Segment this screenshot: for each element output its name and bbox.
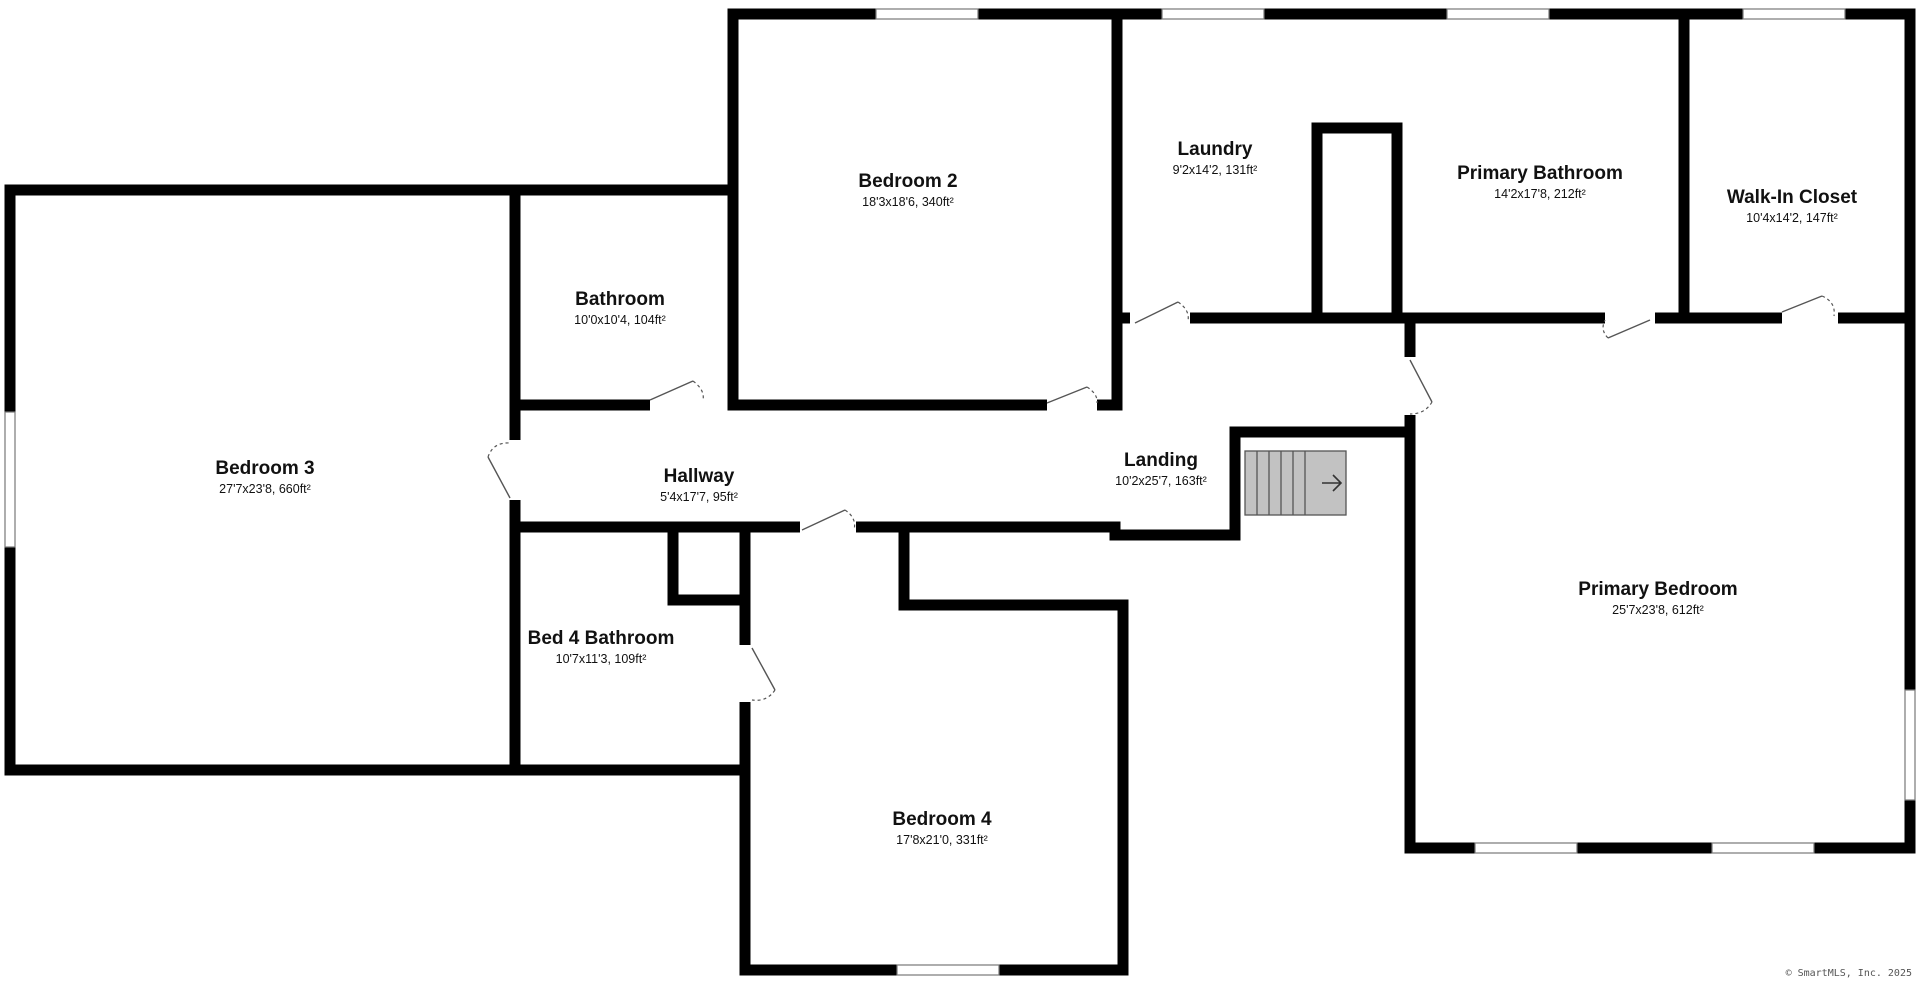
laundry-bath-divider [1111,8,1136,324]
room-dims-bed4-bathroom: 10'7x11'3, 109ft² [556,652,647,666]
room-dims-walkin-closet: 10'4x14'2, 147ft² [1746,211,1838,225]
room-dims-bedroom4: 17'8x21'0, 331ft² [896,833,988,847]
room-name-walkin-closet: Walk-In Closet [1727,187,1858,208]
window-primary-bedroom-south-2 [1711,842,1815,854]
laundry-bottom-wall [1184,122,1403,324]
window-primary-bedroom-south-1 [1474,842,1578,854]
window-primary-bathroom [1446,8,1550,20]
room-dims-bathroom: 10'0x10'4, 104ft² [574,313,666,327]
bedroom4-walls [739,521,1129,976]
room-labels: Bedroom 3 27'7x23'8, 660ft² Bathroom 10'… [215,139,1857,847]
door-bed4-bathroom [751,647,776,691]
bedroom2-walls [727,8,1123,411]
room-dims-hallway: 5'4x17'7, 95ft² [660,490,738,504]
door-bathroom [649,380,694,401]
windows [4,8,1916,976]
door-bedroom4 [801,509,846,531]
bed4-bathroom-closet [667,528,751,606]
room-name-primary-bedroom: Primary Bedroom [1578,579,1737,600]
room-dims-primary-bathroom: 14'2x17'8, 212ft² [1494,187,1586,201]
room-dims-bedroom2: 18'3x18'6, 340ft² [862,195,954,209]
room-name-bedroom2: Bedroom 2 [858,171,957,192]
room-dims-primary-bedroom: 25'7x23'8, 612ft² [1612,603,1704,617]
bed4-bathroom-walls [509,528,751,776]
window-bedroom4 [896,964,1000,976]
stairs-arrow-icon [1322,474,1343,492]
door-primary-bedroom [1409,359,1433,403]
room-name-hallway: Hallway [664,466,735,487]
room-name-primary-bathroom: Primary Bathroom [1457,163,1623,184]
upper-rooms-outer-wall [1111,8,1916,324]
walls [4,8,1916,976]
window-bedroom3 [4,411,16,548]
door-bedroom3 [487,456,511,499]
window-walkin-closet [1742,8,1846,20]
room-name-bed4-bathroom: Bed 4 Bathroom [528,628,675,649]
window-primary-bedroom-east [1904,689,1916,801]
room-name-laundry: Laundry [1178,139,1253,160]
room-name-landing: Landing [1124,450,1198,471]
room-name-bedroom4: Bedroom 4 [892,809,992,830]
room-dims-laundry: 9'2x14'2, 131ft² [1173,163,1258,177]
primary-bedroom-walls [1404,312,1916,854]
room-name-bathroom: Bathroom [575,289,665,310]
door-walkin-closet [1781,295,1823,313]
door-primary-bathroom [1607,319,1651,339]
room-dims-bedroom3: 27'7x23'8, 660ft² [219,482,311,496]
stairs [1244,450,1347,516]
door-laundry [1134,301,1179,324]
door-bedroom2 [1046,386,1088,404]
window-bedroom2 [875,8,979,20]
copyright-notice: © SmartMLS, Inc. 2025 [1785,968,1912,979]
window-laundry [1161,8,1265,20]
stair-enclosure-wall [1109,426,1416,541]
room-name-bedroom3: Bedroom 3 [215,458,314,479]
doors [487,295,1838,702]
room-dims-landing: 10'2x25'7, 163ft² [1115,474,1207,488]
bedroom3-walls [4,184,521,776]
